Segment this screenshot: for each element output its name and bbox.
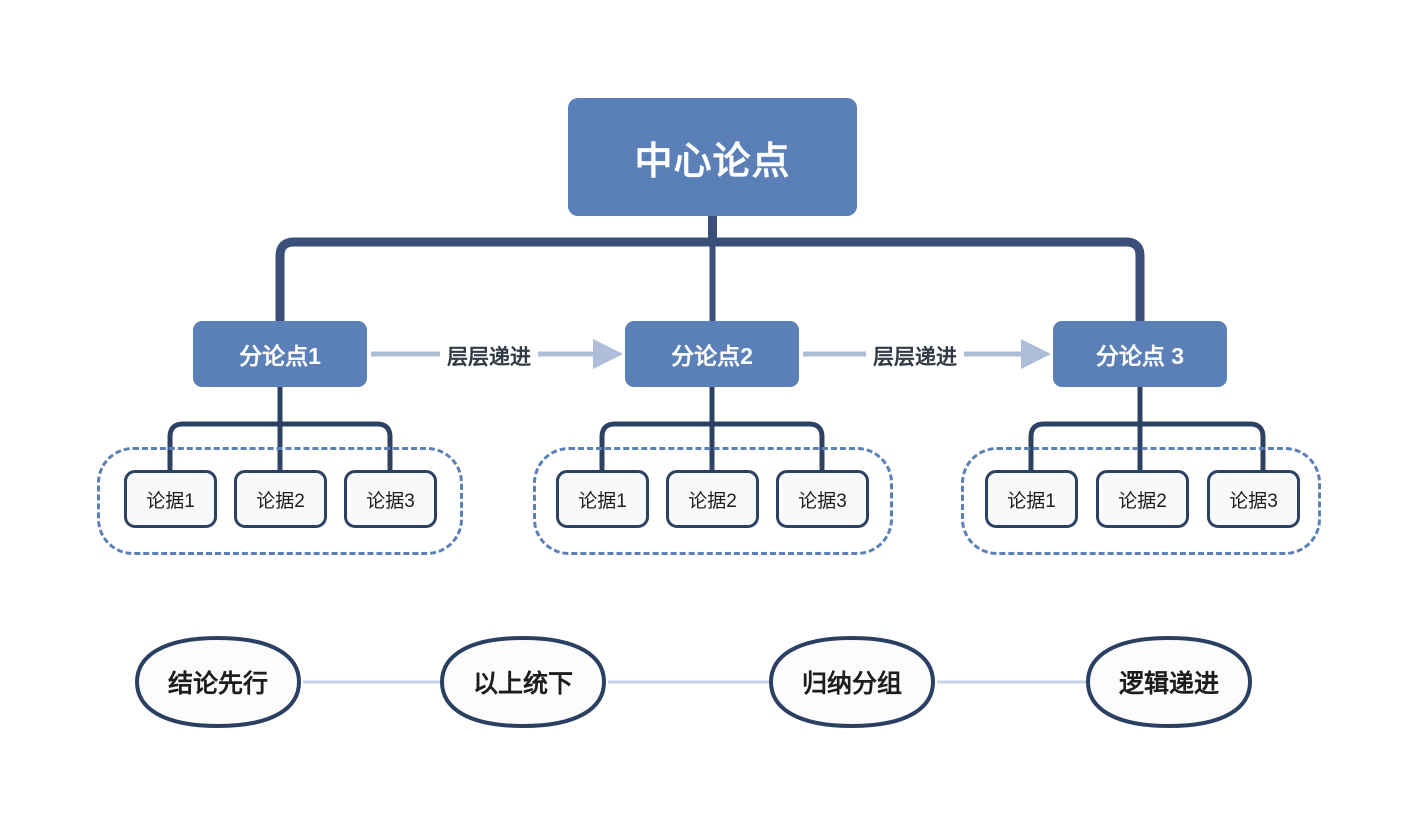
principle-pill-4[interactable]: 逻辑递进: [1084, 634, 1254, 730]
progression-label-1: 层层递进: [440, 341, 538, 371]
principle-pill-1[interactable]: 结论先行: [133, 634, 303, 730]
pill-shape-icon: [768, 635, 936, 729]
evidence-node-1-3[interactable]: 论据3: [344, 470, 437, 528]
evidence-label-1-3: 论据3: [366, 490, 415, 512]
evidence-group-3: [961, 447, 1321, 555]
evidence-label-1-2: 论据2: [256, 490, 305, 512]
pill-shape-icon: [134, 635, 302, 729]
evidence-label-3-1: 论据1: [1007, 490, 1056, 512]
evidence-label-1-1: 论据1: [146, 490, 195, 512]
evidence-node-2-1[interactable]: 论据1: [556, 470, 649, 528]
evidence-label-2-2: 论据2: [688, 490, 737, 512]
sub-point-node-3[interactable]: 分论点 3: [1053, 321, 1227, 387]
central-argument-label: 中心论点: [634, 140, 791, 183]
sub-point-label-1: 分论点1: [239, 343, 321, 369]
principle-label-2: 以上统下: [472, 670, 573, 698]
sub-point-label-2: 分论点2: [671, 343, 753, 369]
evidence-group-1: [97, 447, 463, 555]
pill-shape-icon: [439, 635, 607, 729]
principle-label-4: 逻辑递进: [1118, 670, 1219, 698]
sub-point-node-1[interactable]: 分论点1: [193, 321, 367, 387]
evidence-label-3-3: 论据3: [1229, 490, 1278, 512]
principle-label-3: 归纳分组: [801, 670, 902, 698]
progression-label-2: 层层递进: [866, 341, 964, 371]
principle-label-1: 结论先行: [167, 670, 268, 698]
evidence-label-3-2: 论据2: [1118, 490, 1167, 512]
sub-point-label-3: 分论点 3: [1095, 343, 1185, 369]
evidence-label-2-3: 论据3: [798, 490, 847, 512]
evidence-node-1-2[interactable]: 论据2: [234, 470, 327, 528]
sub-point-node-2[interactable]: 分论点2: [625, 321, 799, 387]
principle-pill-3[interactable]: 归纳分组: [767, 634, 937, 730]
evidence-node-1-1[interactable]: 论据1: [124, 470, 217, 528]
evidence-node-2-3[interactable]: 论据3: [776, 470, 869, 528]
principle-pill-2[interactable]: 以上统下: [438, 634, 608, 730]
pill-shape-icon: [1085, 635, 1253, 729]
evidence-node-3-1[interactable]: 论据1: [985, 470, 1078, 528]
evidence-label-2-1: 论据1: [578, 490, 627, 512]
evidence-node-3-3[interactable]: 论据3: [1207, 470, 1300, 528]
evidence-node-2-2[interactable]: 论据2: [666, 470, 759, 528]
evidence-group-2: [533, 447, 893, 555]
main-bus-line: [275, 237, 1145, 321]
evidence-node-3-2[interactable]: 论据2: [1096, 470, 1189, 528]
central-argument-node[interactable]: 中心论点: [568, 98, 857, 216]
